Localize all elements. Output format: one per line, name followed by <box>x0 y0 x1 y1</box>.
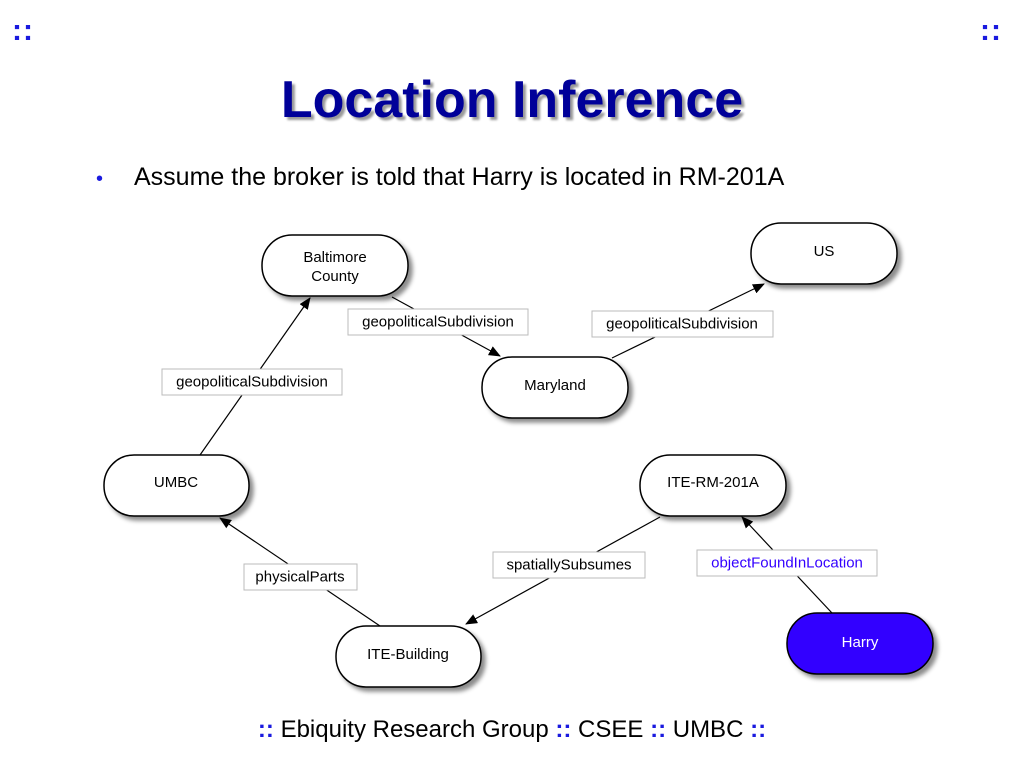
bullet-dot-icon: • <box>96 168 104 190</box>
edge-label-rm-building: spatiallySubsumes <box>492 551 646 579</box>
edge-label-umbc-baltimore: geopoliticalSubdivision <box>161 368 343 396</box>
node-label: US <box>814 243 835 260</box>
edge-label-baltimore-maryland: geopoliticalSubdivision <box>347 308 529 336</box>
node-label: ITE-Building <box>367 646 449 663</box>
footer-separator: :: <box>257 716 274 743</box>
edge-label-text: geopoliticalSubdivision <box>362 314 514 331</box>
edge-label-building-umbc: physicalParts <box>243 563 358 591</box>
node-label-line1: Baltimore <box>303 249 366 266</box>
node-harry: Harry <box>786 612 934 675</box>
node-label-line2: County <box>311 268 359 285</box>
node-maryland: Maryland <box>481 356 629 419</box>
node-label: ITE-RM-201A <box>667 474 759 491</box>
node-us: US <box>750 222 898 285</box>
edge-label-text-highlight: objectFoundInLocation <box>711 555 863 572</box>
footer-separator: :: <box>750 716 767 743</box>
footer-dept: CSEE <box>578 716 644 743</box>
slide-title: Location Inference <box>280 71 744 129</box>
node-baltimore-county: Baltimore County <box>261 234 409 297</box>
edge-label-text: spatiallySubsumes <box>506 557 631 574</box>
footer-university: UMBC <box>672 716 744 743</box>
node-ite-rm-201a: ITE-RM-201A <box>639 454 787 517</box>
edge-label-maryland-us: geopoliticalSubdivision <box>591 310 774 338</box>
edge-label-harry-rm: objectFoundInLocation <box>696 549 878 577</box>
node-umbc: UMBC <box>103 454 250 517</box>
node-label: Harry <box>842 634 879 651</box>
bullet-text: Assume the broker is told that Harry is … <box>134 163 785 191</box>
edge-label-text: geopoliticalSubdivision <box>176 374 328 391</box>
footer-separator: :: <box>555 716 572 743</box>
node-label: UMBC <box>154 474 198 491</box>
node-label: Maryland <box>524 377 586 394</box>
edge-label-text: physicalParts <box>255 569 344 586</box>
footer-group-name: Ebiquity Research Group <box>280 716 549 743</box>
corner-decoration-right: :: <box>980 14 1002 47</box>
node-ite-building: ITE-Building <box>335 625 482 688</box>
edge-label-text: geopoliticalSubdivision <box>606 316 758 333</box>
slide-footer: :: Ebiquity Research Group :: CSEE :: UM… <box>0 713 1024 747</box>
bullet-item: • Assume the broker is told that Harry is… <box>96 160 784 196</box>
footer-separator: :: <box>650 716 667 743</box>
corner-decoration-left: :: <box>12 14 34 47</box>
